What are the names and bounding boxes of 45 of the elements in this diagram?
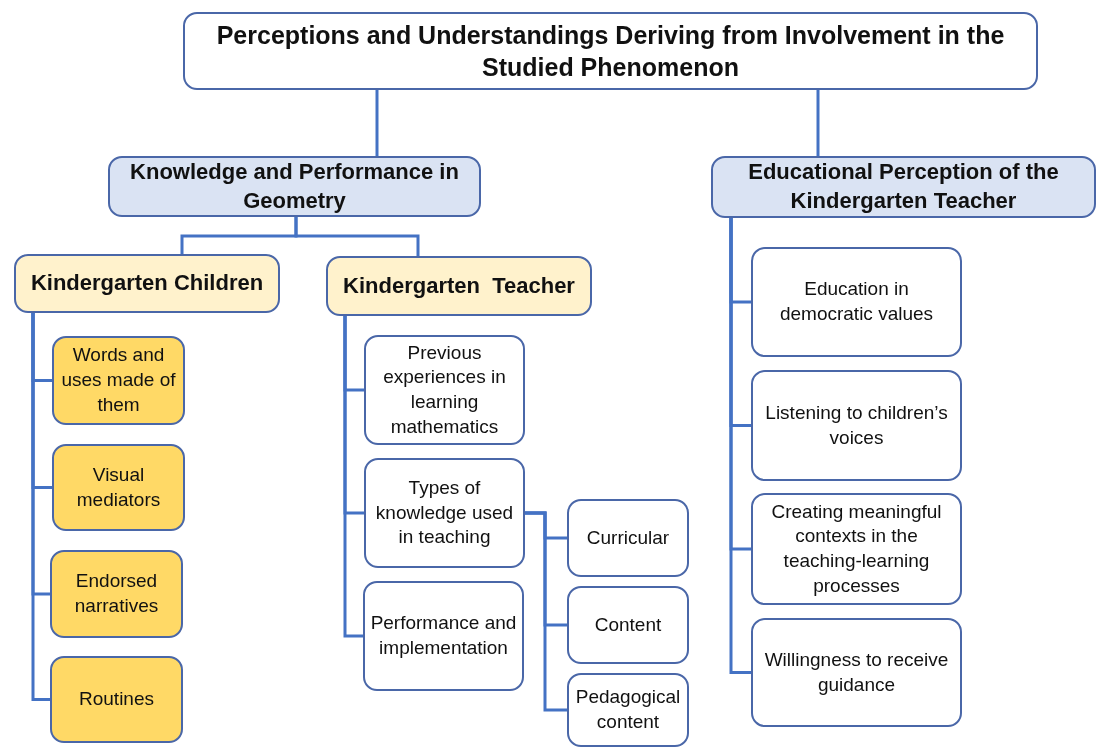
connector-line (375, 90, 379, 156)
node-label: Pedagogical content (574, 685, 682, 734)
node-label: Perceptions and Understandings Deriving from Involvement in the Studied Phenomenon (215, 19, 1006, 83)
node-label: Previous experiences in learning mathematics (382, 340, 507, 439)
node-label: Endorsed narratives (73, 569, 160, 618)
item-box (751, 618, 962, 727)
connector-line (816, 90, 820, 156)
item-box (567, 586, 689, 664)
item-box (751, 370, 962, 481)
subcategory-box (326, 256, 592, 316)
item-box (364, 458, 525, 568)
item-box (50, 550, 183, 638)
node-label: Knowledge and Performance in Geometry (129, 157, 460, 215)
node-label: Content (594, 612, 662, 637)
node-label: Kindergarten Children (30, 269, 264, 298)
node-label: Listening to children’s voices (764, 400, 949, 450)
connector-line (294, 217, 420, 256)
node-label: Curricular (586, 525, 670, 550)
connector-line (729, 218, 751, 674)
item-box (50, 656, 183, 743)
item-box (363, 581, 524, 691)
item-box (567, 673, 689, 747)
node-label: Words and uses made of them (60, 343, 177, 417)
item-box (751, 493, 962, 605)
item-box (751, 247, 962, 357)
title-box (183, 12, 1038, 90)
node-label: Willingness to receive guidance (763, 647, 950, 697)
node-label: Education in democratic values (778, 277, 935, 326)
node-label: Routines (79, 687, 154, 712)
node-label: Educational Perception of the Kindergarten Teacher (747, 158, 1060, 215)
connector-line (525, 511, 567, 712)
subcategory-box (14, 254, 280, 313)
category-box (108, 156, 481, 217)
node-label: Kindergarten Teacher (343, 271, 575, 300)
connector-line (343, 316, 363, 638)
item-box (52, 444, 185, 531)
node-label: Types of knowledge used in teaching (374, 475, 515, 550)
item-box (364, 335, 525, 445)
item-box (52, 336, 185, 425)
node-label: Visual mediators (75, 462, 162, 512)
node-label: Creating meaningful contexts in the teaching-learning processes (770, 499, 943, 598)
node-label: Performance and implementation (369, 611, 518, 660)
item-box (567, 499, 689, 577)
category-box (711, 156, 1096, 218)
connector-line (31, 313, 50, 701)
